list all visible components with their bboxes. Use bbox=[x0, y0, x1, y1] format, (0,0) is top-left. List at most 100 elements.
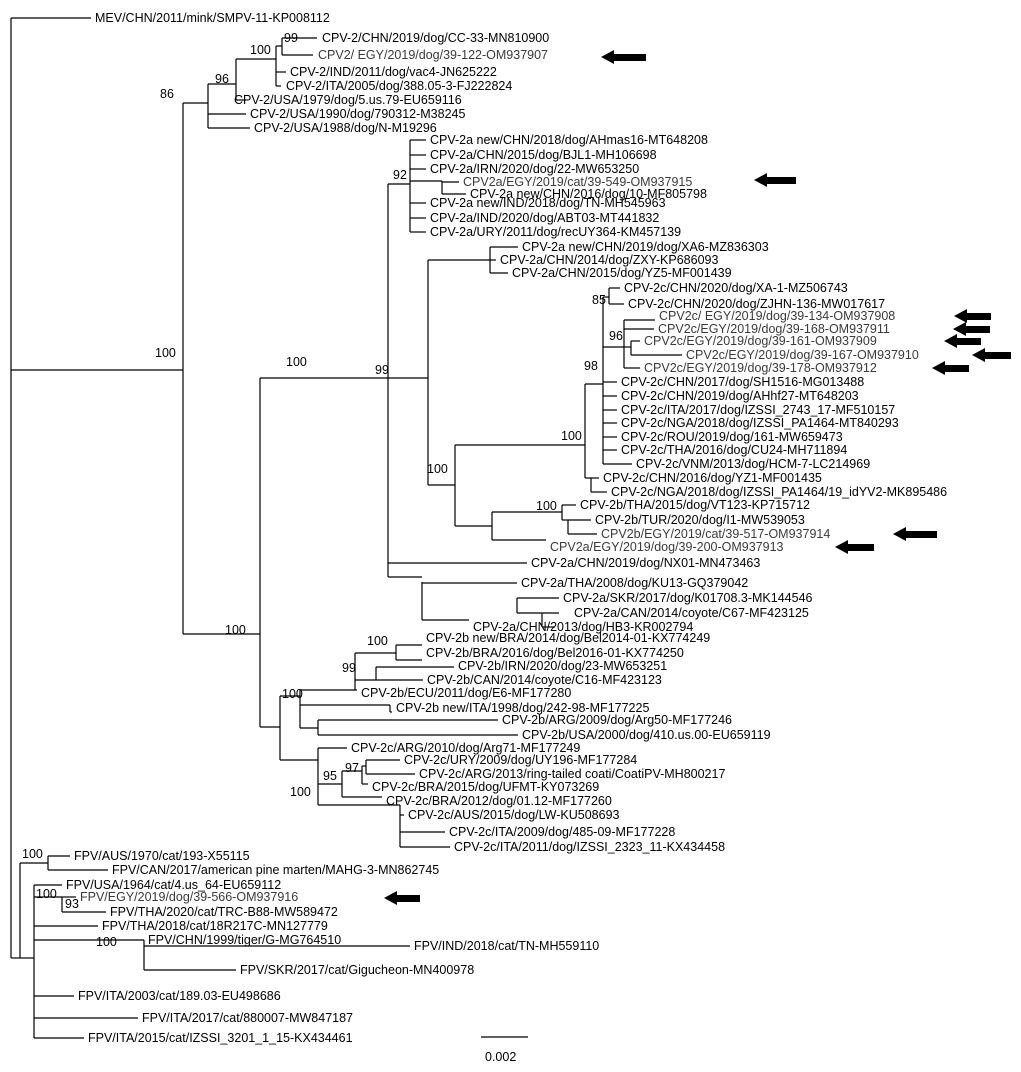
leaf-label: CPV-2a/IRN/2020/dog/22-MW653250 bbox=[430, 162, 639, 176]
left-arrow-icon bbox=[954, 309, 991, 323]
support-value: 100 bbox=[22, 847, 43, 861]
support-value: 99 bbox=[342, 661, 356, 675]
leaf-label: CPV-2/USA/1988/dog/N-M19296 bbox=[254, 121, 437, 135]
support-value: 100 bbox=[290, 785, 311, 799]
leaf-label: CPV-2a/SKR/2017/dog/K01708.3-MK144546 bbox=[563, 591, 813, 605]
leaf-label: CPV-2a/CHN/2014/dog/ZXY-KP686093 bbox=[500, 253, 718, 267]
leaf-label: FPV/ITA/2003/cat/189.03-EU498686 bbox=[78, 989, 281, 1003]
leaf-label: CPV-2/USA/1990/dog/790312-M38245 bbox=[250, 107, 465, 121]
leaf-label: CPV2c/EGY/2019/dog/39-161-OM937909 bbox=[644, 334, 877, 348]
support-value: 99 bbox=[375, 363, 389, 377]
support-value: 86 bbox=[160, 87, 174, 101]
leaf-label: CPV-2a/CHN/2019/dog/NX01-MN473463 bbox=[531, 556, 760, 570]
scale-bar-label: 0.002 bbox=[485, 1050, 516, 1064]
support-value: 93 bbox=[65, 897, 79, 911]
leaf-label: CPV-2a new/CHN/2018/dog/AHmas16-MT648208 bbox=[430, 133, 708, 147]
leaf-label: CPV-2/USA/1979/dog/5.us.79-EU659116 bbox=[234, 93, 462, 107]
leaf-label: CPV-2c/BRA/2015/dog/UFMT-KY073269 bbox=[372, 780, 599, 794]
leaf-label: CPV-2a/THA/2008/dog/KU13-GQ379042 bbox=[521, 576, 748, 590]
leaf-label: CPV2a/EGY/2019/dog/39-200-OM937913 bbox=[550, 540, 784, 554]
leaf-label: CPV-2c/THA/2016/dog/CU24-MH711894 bbox=[621, 443, 847, 457]
leaf-label: CPV2b/EGY/2019/cat/39-517-OM937914 bbox=[601, 527, 830, 541]
leaf-label: CPV2c/EGY/2019/dog/39-167-OM937910 bbox=[686, 348, 919, 362]
support-value: 100 bbox=[96, 935, 117, 949]
leaf-label: CPV-2a/CHN/2015/dog/BJL1-MH106698 bbox=[430, 148, 657, 162]
left-arrow-icon bbox=[835, 540, 874, 554]
leaf-label: CPV-2c/ARG/2013/ring-tailed coati/CoatiP… bbox=[419, 767, 725, 781]
left-arrow-icon bbox=[893, 527, 937, 541]
leaf-label: CPV-2/IND/2011/dog/vac4-JN625222 bbox=[290, 65, 497, 79]
support-value: 100 bbox=[225, 623, 246, 637]
leaf-label: CPV-2c/CHN/2020/dog/ZJHN-136-MW017617 bbox=[628, 297, 885, 311]
support-value: 100 bbox=[282, 687, 303, 701]
leaf-label: CPV-2b/USA/2000/dog/410.us.00-EU659119 bbox=[522, 728, 771, 742]
support-value: 100 bbox=[561, 429, 582, 443]
support-values: 100 99 96 86 92 100 100 85 96 98 99 100 … bbox=[65, 31, 623, 949]
support-value: 85 bbox=[592, 293, 606, 307]
leaf-label: CPV2c/EGY/2019/dog/39-168-OM937911 bbox=[658, 322, 890, 336]
leaf-label: CPV2/ EGY/2019/dog/39-122-OM937907 bbox=[318, 48, 548, 62]
leaf-label: FPV/ITA/2017/cat/880007-MW847187 bbox=[142, 1011, 353, 1025]
leaf-label: CPV-2b/ECU/2011/dog/E6-MF177280 bbox=[361, 686, 571, 700]
leaf-label: CPV-2c/NGA/2018/dog/IZSSI_PA1464/19_idYV… bbox=[611, 485, 947, 499]
leaf-label: CPV-2b/IRN/2020/dog/23-MW653251 bbox=[458, 659, 667, 673]
leaf-label: CPV-2c/CHN/2017/dog/SH1516-MG013488 bbox=[621, 375, 864, 389]
support-value: 96 bbox=[609, 329, 623, 343]
leaf-label: CPV-2c/ROU/2019/dog/161-MW659473 bbox=[621, 430, 843, 444]
left-arrow-icon bbox=[972, 348, 1011, 362]
leaf-label: FPV/SKR/2017/cat/Gigucheon-MN400978 bbox=[240, 963, 474, 977]
leaf-label: CPV-2c/ARG/2010/dog/Arg71-MF177249 bbox=[351, 741, 580, 755]
leaf-label: CPV-2c/BRA/2012/dog/01.12-MF177260 bbox=[386, 794, 612, 808]
leaf-label: CPV-2b new/ITA/1998/dog/242-98-MF177225 bbox=[396, 701, 649, 715]
support-value: 100 bbox=[427, 462, 448, 476]
support-value: 95 bbox=[323, 769, 337, 783]
leaf-label: CPV-2a/CHN/2015/dog/YZ5-MF001439 bbox=[512, 266, 732, 280]
leaf-label: FPV/AUS/1970/cat/193-X55115 bbox=[74, 849, 250, 863]
leaf-label: CPV-2b/BRA/2016/dog/Bel2016-01-KX774250 bbox=[426, 646, 684, 660]
leaf-label: CPV2c/ EGY/2019/dog/39-134-OM937908 bbox=[659, 309, 895, 323]
leaf-label: CPV-2b/CAN/2014/coyote/C16-MF423123 bbox=[427, 673, 662, 687]
leaf-label: CPV-2a new/CHN/2016/dog/10-MF805798 bbox=[470, 187, 707, 201]
leaf-label: CPV-2a/URY/2011/dog/recUY364-KM457139 bbox=[430, 225, 681, 239]
leaf-label: CPV-2b/THA/2015/dog/VT123-KP715712 bbox=[580, 498, 810, 512]
left-arrow-icon bbox=[601, 50, 646, 64]
left-arrow-icon bbox=[932, 361, 969, 375]
leaf-label: CPV-2c/AUS/2015/dog/LW-KU508693 bbox=[408, 808, 620, 822]
support-value: 100 bbox=[367, 634, 388, 648]
leaf-label: CPV-2a/CHN/2013/dog/HB3-KR002794 bbox=[473, 620, 693, 634]
leaf-label: CPV-2a new/IND/2018/dog/TN-MH545963 bbox=[430, 196, 666, 210]
leaf-label: FPV/IND/2018/cat/TN-MH559110 bbox=[414, 939, 599, 953]
leaf-label: CPV-2c/NGA/2018/dog/IZSSI_PA1464-MT84029… bbox=[621, 416, 899, 430]
leaf-label: MEV/CHN/2011/mink/SMPV-11-KP008112 bbox=[95, 11, 330, 25]
support-value: 100 bbox=[286, 355, 307, 369]
left-arrow-icon bbox=[384, 891, 420, 905]
support-value: 92 bbox=[393, 168, 407, 182]
leaf-label: CPV-2a new/CHN/2019/dog/XA6-MZ836303 bbox=[522, 240, 769, 254]
support-value: 100 bbox=[155, 346, 176, 360]
support-value: 100 bbox=[36, 887, 57, 901]
leaf-label: CPV-2c/VNM/2013/dog/HCM-7-LC214969 bbox=[636, 457, 870, 471]
left-arrow-icon bbox=[953, 322, 990, 336]
leaf-label: CPV-2c/ITA/2009/dog/485-09-MF177228 bbox=[449, 825, 675, 839]
left-arrow-icon bbox=[754, 173, 796, 187]
left-arrow-icon bbox=[944, 334, 981, 348]
leaf-label: CPV-2/CHN/2019/dog/CC-33-MN810900 bbox=[322, 31, 549, 45]
leaf-label: FPV/ITA/2015/cat/IZSSI_3201_1_15-KX43446… bbox=[88, 1031, 353, 1045]
leaf-label: FPV/THA/2020/cat/TRC-B88-MW589472 bbox=[110, 905, 338, 919]
leaf-label: CPV-2c/URY/2009/dog/UY196-MF177284 bbox=[404, 753, 637, 767]
support-value: 100 bbox=[536, 499, 557, 513]
support-value: 96 bbox=[215, 72, 229, 86]
leaf-label: CPV-2b new/BRA/2014/dog/Bel2014-01-KX774… bbox=[426, 631, 710, 645]
leaf-label: FPV/CAN/2017/american pine marten/MAHG-3… bbox=[112, 863, 439, 877]
leaf-label: CPV-2c/ITA/2017/dog/IZSSI_2743_17-MF5101… bbox=[621, 403, 895, 417]
support-value: 98 bbox=[584, 359, 598, 373]
leaf-label: CPV-2b/TUR/2020/dog/I1-MW539053 bbox=[595, 513, 805, 527]
tree-branches bbox=[10, 17, 682, 1039]
leaf-label: FPV/USA/1964/cat/4.us_64-EU659112 bbox=[66, 878, 281, 892]
leaf-label: FPV/THA/2018/cat/18R217C-MN127779 bbox=[102, 919, 328, 933]
support-value: 99 bbox=[284, 31, 298, 45]
leaf-label: CPV-2c/CHN/2019/dog/AHhf27-MT648203 bbox=[621, 389, 859, 403]
leaf-labels: MEV/CHN/2011/mink/SMPV-11-KP008112 CPV-2… bbox=[66, 11, 947, 1045]
support-value: 97 bbox=[345, 761, 359, 775]
leaf-label: CPV-2c/CHN/2020/dog/XA-1-MZ506743 bbox=[624, 281, 848, 295]
